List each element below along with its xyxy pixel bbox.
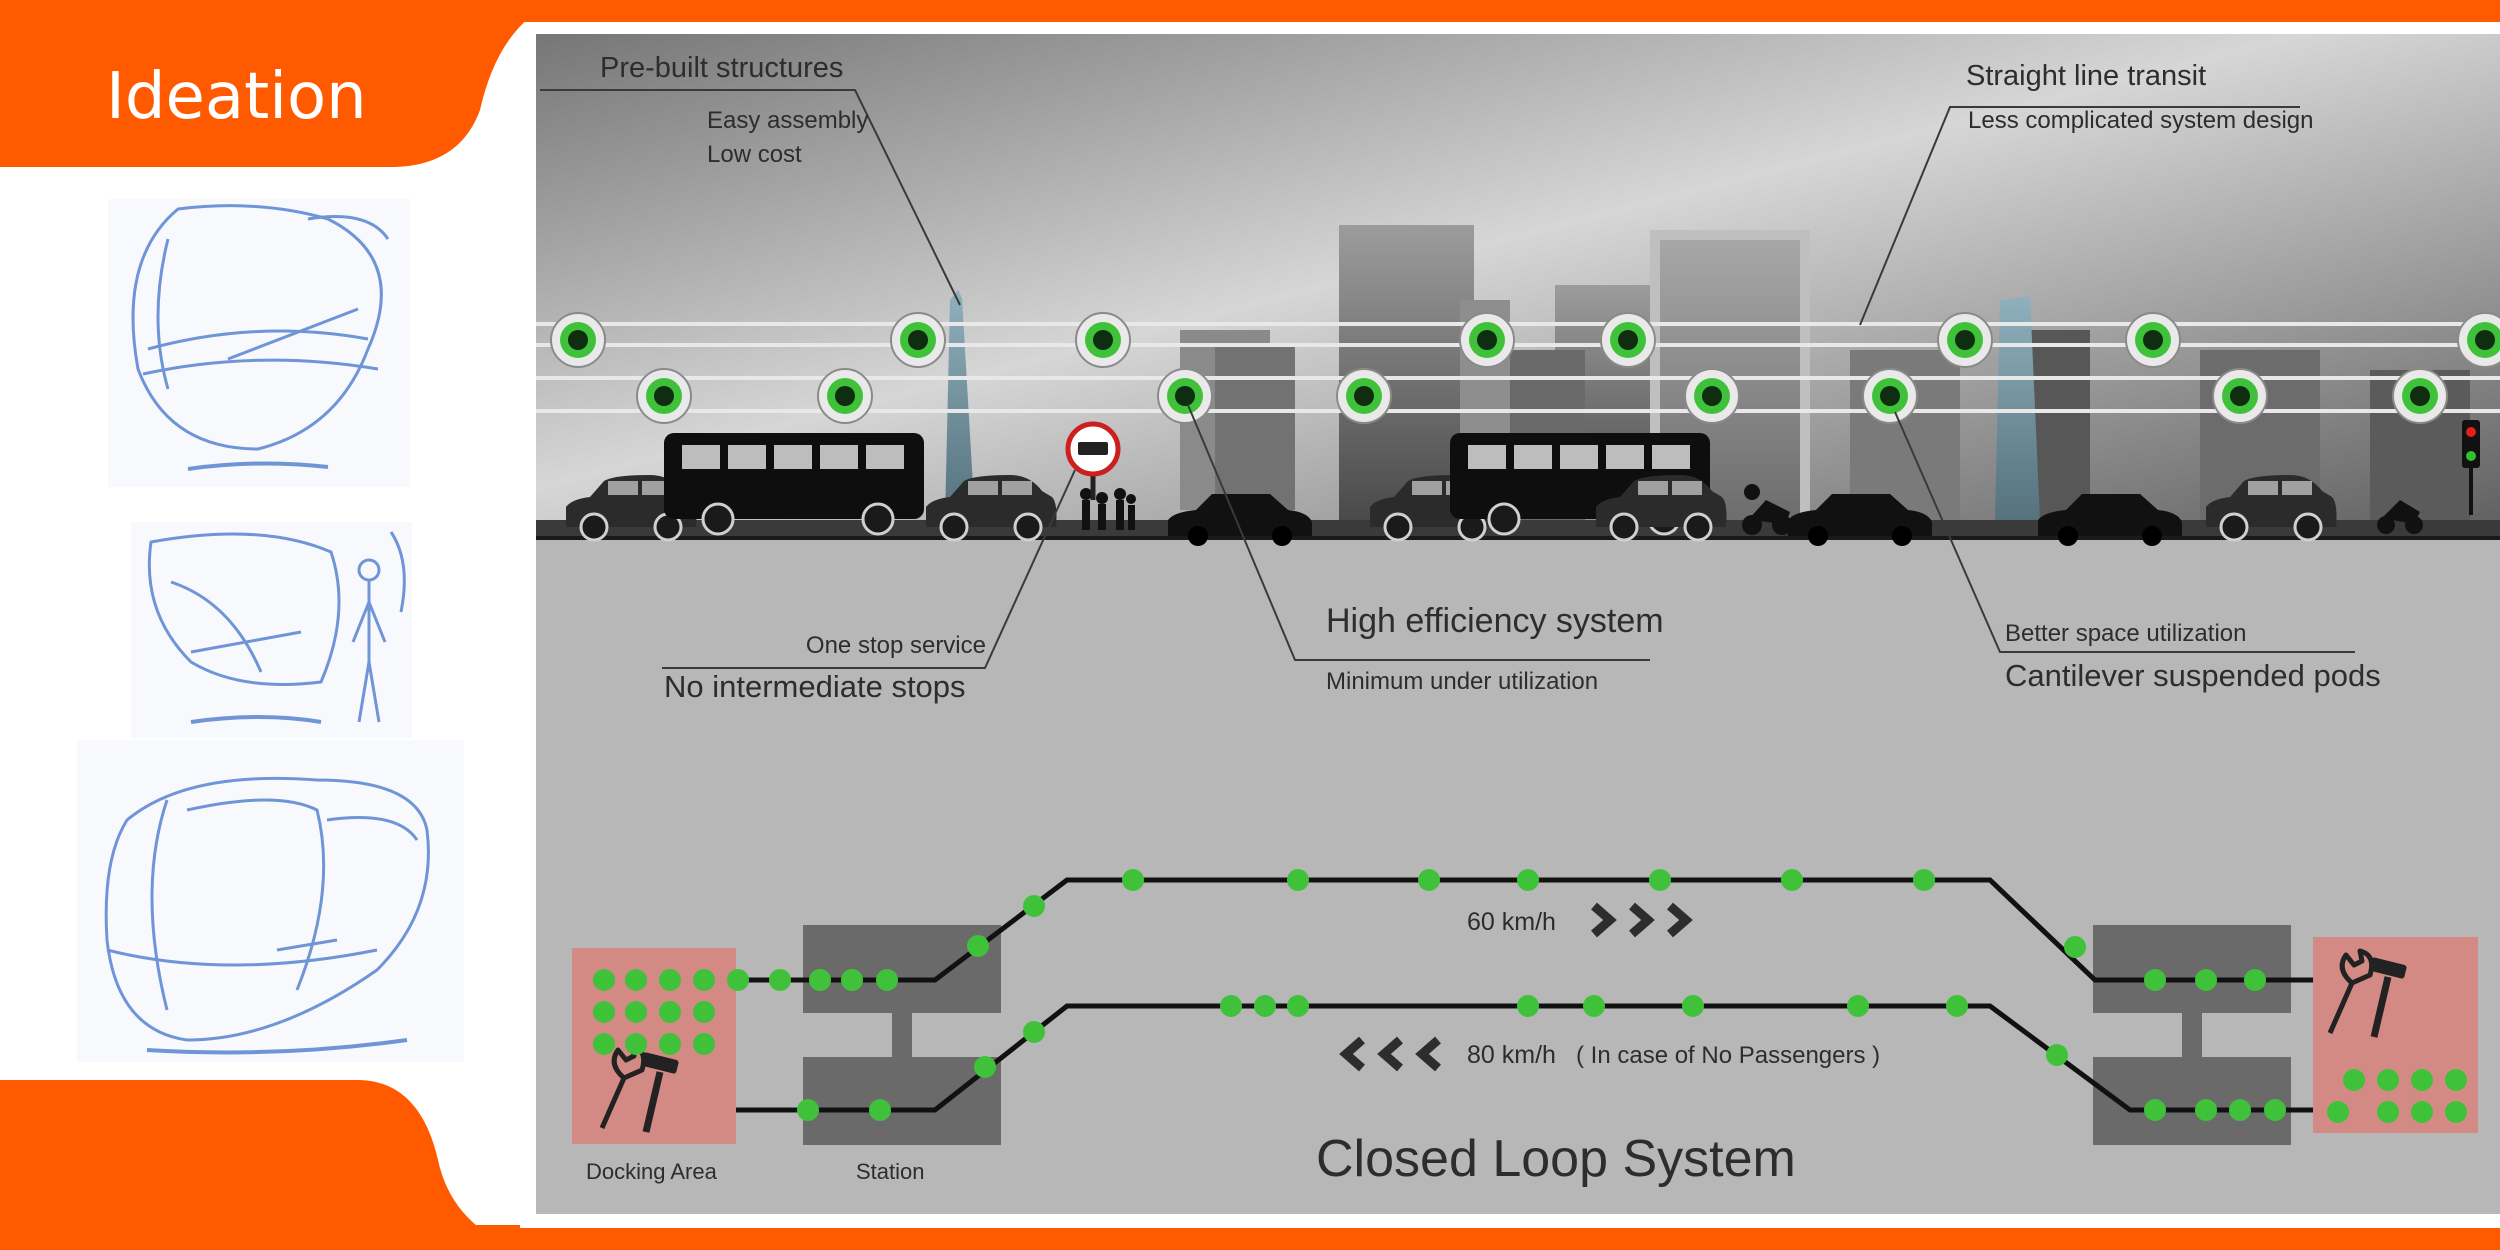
speed-bottom-label: 80 km/h (1467, 1041, 1556, 1069)
sketch-pod-three-quarter (77, 740, 464, 1062)
callout-line: One stop service (806, 632, 986, 659)
chevron-right-icon (1591, 902, 1693, 938)
callout-one-stop-service: One stop service No intermediate stops (664, 632, 986, 704)
callout-heading: No intermediate stops (664, 669, 966, 704)
station-left-bottom (803, 1057, 1001, 1145)
station-left-top (803, 925, 1001, 1013)
chevron-left-icon (1339, 1036, 1441, 1072)
callout-line: Low cost (707, 141, 802, 168)
speed-top-label: 60 km/h (1467, 908, 1556, 936)
station-right-bottom (2093, 1057, 2291, 1145)
callout-heading: Pre-built structures (600, 52, 843, 84)
traffic (564, 420, 2480, 546)
speed-bottom-note: ( In case of No Passengers ) (1576, 1042, 1880, 1069)
sketch-pod-front (108, 199, 410, 487)
callout-line: Better space utilization (2005, 620, 2246, 647)
callout-line: Less complicated system design (1968, 107, 2314, 134)
callout-pre-built-structures: Pre-built structures Easy assembly Low c… (600, 52, 868, 168)
callout-line: Easy assembly (707, 107, 868, 134)
closed-loop-diagram: 60 km/h 80 km/h ( In case of No Passenge… (572, 869, 2478, 1188)
callout-line: Minimum under utilization (1326, 668, 1598, 695)
callout-space-utilization: Better space utilization Cantilever susp… (2005, 620, 2381, 693)
callout-heading: Straight line transit (1966, 60, 2206, 92)
loop-title: Closed Loop System (1316, 1130, 1796, 1188)
sketch-pod-side (131, 522, 412, 738)
callout-heading: High efficiency system (1326, 602, 1664, 640)
page-title: Ideation (106, 60, 367, 134)
callout-heading: Cantilever suspended pods (2005, 658, 2381, 693)
station-right-top (2093, 925, 2291, 1013)
callout-high-efficiency: High efficiency system Minimum under uti… (1326, 602, 1664, 695)
station-label: Station (856, 1159, 925, 1184)
docking-area-label: Docking Area (586, 1159, 718, 1184)
callout-straight-line-transit: Straight line transit Less complicated s… (1966, 60, 2314, 134)
callout-lines (540, 89, 2355, 669)
